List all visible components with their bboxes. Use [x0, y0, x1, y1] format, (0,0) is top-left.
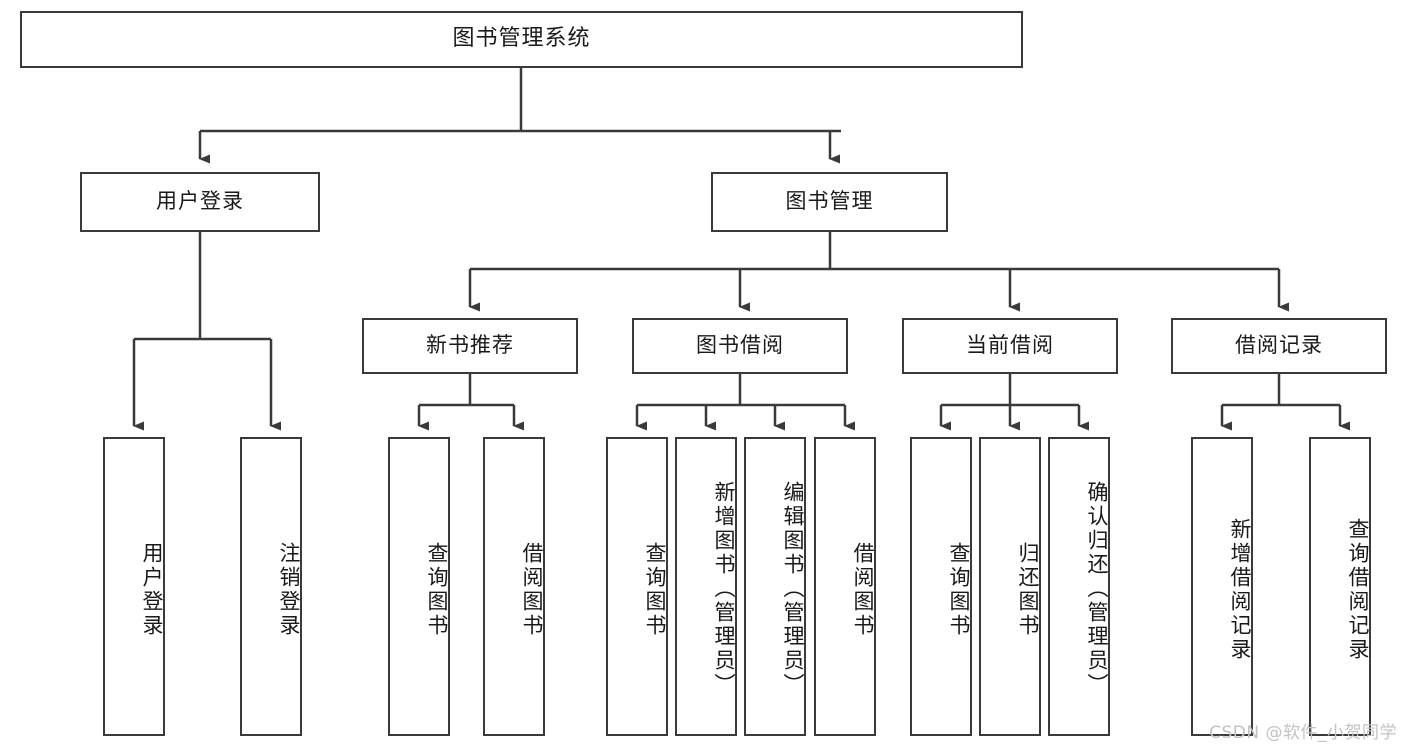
- node-leaf-borrow-book-1-label: 借阅图书: [520, 541, 544, 638]
- node-leaf-logout-label: 注销登录: [277, 541, 301, 638]
- node-user-login[interactable]: 用户登录: [80, 172, 320, 232]
- node-leaf-logout[interactable]: 注销登录: [240, 437, 302, 736]
- node-root-label: 图书管理系统: [452, 26, 591, 52]
- node-leaf-query-book-3-label: 查询图书: [947, 541, 971, 638]
- node-book-borrow-label: 图书借阅: [696, 333, 784, 358]
- node-leaf-query-book-2-label: 查询图书: [643, 541, 667, 638]
- node-leaf-return-book[interactable]: 归还图书: [979, 437, 1041, 736]
- node-book-manage-label: 图书管理: [785, 189, 874, 214]
- watermark-text: CSDN @软件_小贺同学: [1209, 723, 1397, 743]
- node-user-login-label: 用户登录: [156, 189, 244, 214]
- node-leaf-add-book[interactable]: 新增图书（管理员）: [675, 437, 737, 736]
- node-leaf-add-record[interactable]: 新增借阅记录: [1191, 437, 1253, 736]
- node-leaf-confirm-return[interactable]: 确认归还（管理员）: [1048, 437, 1110, 736]
- node-leaf-edit-book[interactable]: 编辑图书（管理员）: [744, 437, 806, 736]
- node-borrow-record[interactable]: 借阅记录: [1171, 318, 1387, 374]
- node-current-borrow-label: 当前借阅: [966, 333, 1054, 358]
- node-leaf-query-record-label: 查询借阅记录: [1346, 517, 1370, 662]
- node-leaf-query-record[interactable]: 查询借阅记录: [1309, 437, 1371, 736]
- node-leaf-query-book-2[interactable]: 查询图书: [606, 437, 668, 736]
- node-leaf-query-book-1[interactable]: 查询图书: [388, 437, 450, 736]
- node-new-book-rec-label: 新书推荐: [426, 333, 514, 358]
- node-leaf-borrow-book-2-label: 借阅图书: [851, 541, 875, 638]
- node-new-book-rec[interactable]: 新书推荐: [362, 318, 578, 374]
- node-leaf-add-book-label: 新增图书（管理员）: [712, 480, 736, 697]
- node-leaf-query-book-1-label: 查询图书: [425, 541, 449, 638]
- node-leaf-add-record-label: 新增借阅记录: [1228, 517, 1252, 662]
- node-root-system[interactable]: 图书管理系统: [20, 11, 1023, 68]
- node-leaf-user-login[interactable]: 用户登录: [103, 437, 165, 736]
- node-book-manage[interactable]: 图书管理: [711, 172, 948, 232]
- node-leaf-query-book-3[interactable]: 查询图书: [910, 437, 972, 736]
- node-leaf-confirm-return-label: 确认归还（管理员）: [1085, 480, 1109, 697]
- node-leaf-return-book-label: 归还图书: [1016, 541, 1040, 638]
- node-leaf-edit-book-label: 编辑图书（管理员）: [781, 480, 805, 697]
- node-book-borrow[interactable]: 图书借阅: [632, 318, 848, 374]
- node-leaf-borrow-book-1[interactable]: 借阅图书: [483, 437, 545, 736]
- node-leaf-borrow-book-2[interactable]: 借阅图书: [814, 437, 876, 736]
- node-borrow-record-label: 借阅记录: [1235, 333, 1323, 358]
- node-leaf-user-login-label: 用户登录: [140, 541, 164, 638]
- node-current-borrow[interactable]: 当前借阅: [902, 318, 1118, 374]
